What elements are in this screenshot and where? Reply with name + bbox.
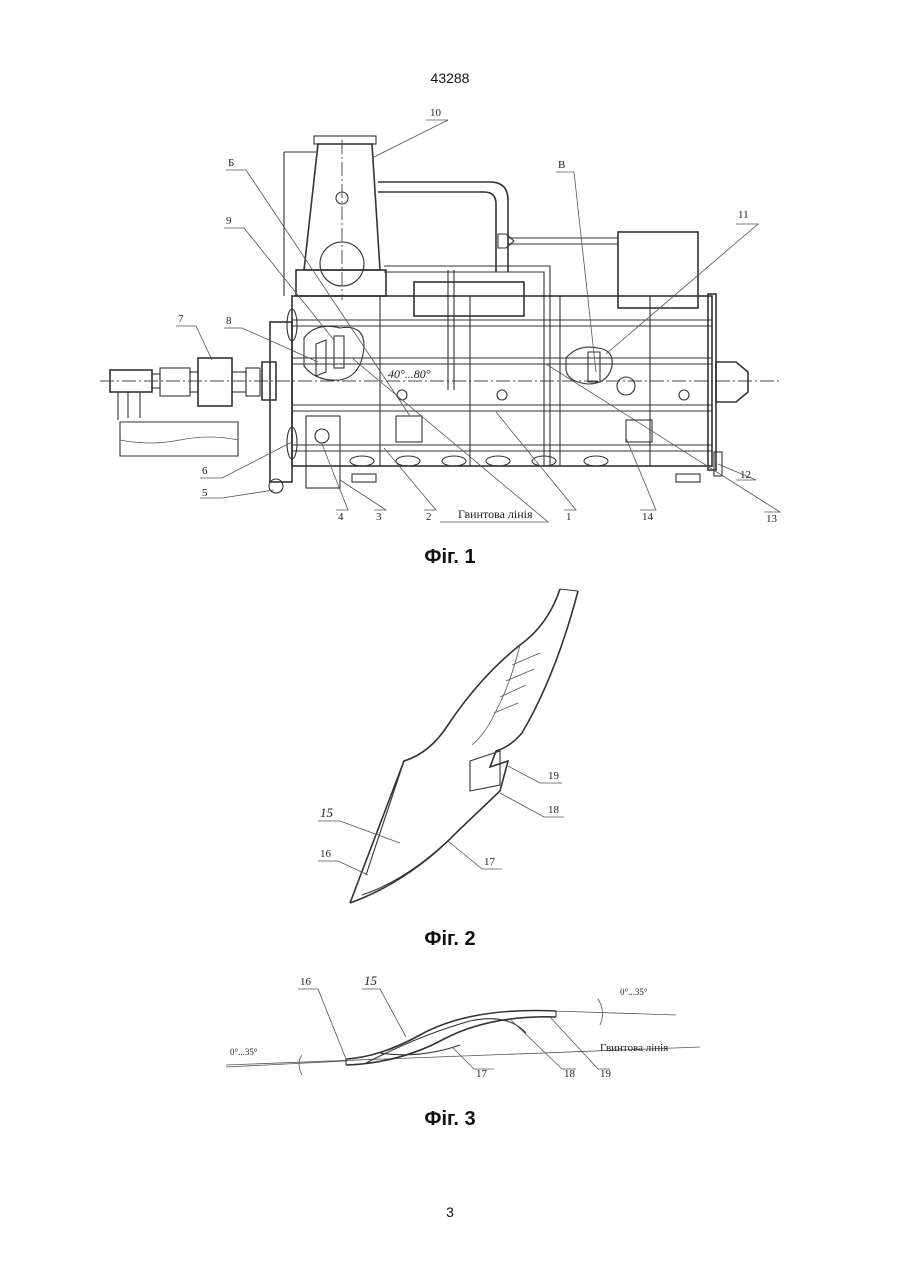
callout-14: 14 xyxy=(642,511,654,523)
cutaway-views xyxy=(304,326,612,384)
main-frame-1 xyxy=(292,294,748,470)
callout-3: 3 xyxy=(376,511,382,523)
figure-3-callouts: 16 15 17 18 19 0°...35° 0°...35° Гвинтов… xyxy=(230,973,668,1080)
supports xyxy=(306,416,722,488)
patent-number: 43288 xyxy=(0,70,900,86)
figure-3-leaders xyxy=(298,989,610,1069)
blade-side-view xyxy=(226,999,700,1075)
figure-2-caption: Фіг. 2 xyxy=(0,928,900,951)
callout-5: 5 xyxy=(202,487,208,499)
callout-12: 12 xyxy=(740,469,751,481)
callout-18: 18 xyxy=(564,1068,576,1080)
figure-2-callouts: 15 16 17 18 19 xyxy=(320,770,560,868)
leader-lines xyxy=(176,120,780,522)
cyclone-10 xyxy=(284,136,386,300)
angle-label-40-80: 40°...80° xyxy=(388,367,431,381)
callout-4: 4 xyxy=(338,511,344,523)
callout-2: 2 xyxy=(426,511,432,523)
callout-17: 17 xyxy=(476,1068,488,1080)
figure-2-drawing: 15 16 17 18 19 xyxy=(0,585,900,915)
figure-2-leaders xyxy=(318,765,564,875)
helix-line-label: Гвинтова лінія xyxy=(458,507,533,521)
callout-10: 10 xyxy=(430,107,442,119)
callout-6: 6 xyxy=(202,465,208,477)
callout-1: 1 xyxy=(566,511,572,523)
angle-label-left: 0°...35° xyxy=(230,1047,258,1057)
figure-3-caption: Фіг. 3 xyxy=(0,1108,900,1131)
callout-11: 11 xyxy=(738,209,749,221)
helix-line-label: Гвинтова лінія xyxy=(600,1042,668,1054)
callout-9: 9 xyxy=(226,215,232,227)
callout-15: 15 xyxy=(364,973,378,988)
figure-1-drawing: 10 Б В 11 9 8 7 6 5 4 3 2 1 14 13 12 40°… xyxy=(0,100,900,530)
callout-16: 16 xyxy=(300,976,312,988)
callout-17: 17 xyxy=(484,856,496,868)
callout-15: 15 xyxy=(320,805,334,820)
callout-v: В xyxy=(558,159,565,171)
angle-label-right: 0°...35° xyxy=(620,987,648,997)
callout-7: 7 xyxy=(178,313,184,325)
callout-b: Б xyxy=(228,157,234,169)
figure-1-caption: Фіг. 1 xyxy=(0,546,900,569)
helical-blade xyxy=(350,589,578,903)
figure-3-drawing: 16 15 17 18 19 0°...35° 0°...35° Гвинтов… xyxy=(0,965,900,1095)
callout-13: 13 xyxy=(766,513,778,525)
callout-16: 16 xyxy=(320,848,332,860)
gearbox-7 xyxy=(100,358,780,406)
callout-19: 19 xyxy=(548,770,560,782)
page-number: 3 xyxy=(0,1204,900,1220)
callout-19: 19 xyxy=(600,1068,612,1080)
callout-8: 8 xyxy=(226,315,232,327)
callout-18: 18 xyxy=(548,804,560,816)
